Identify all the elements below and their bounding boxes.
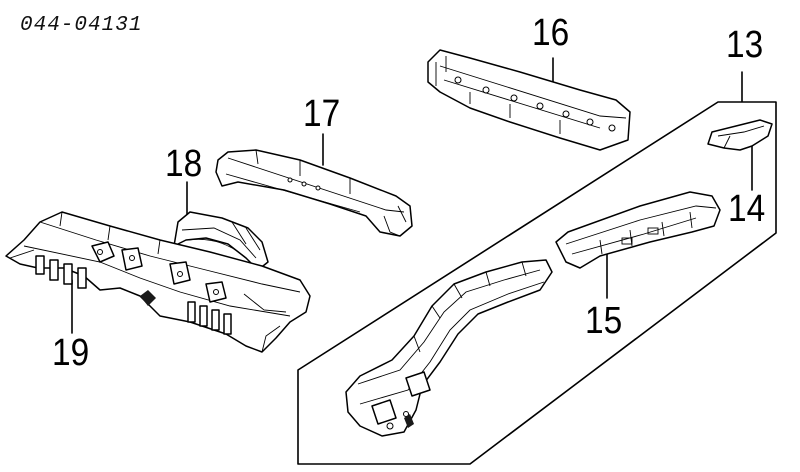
part-number: 044-04131 [20, 14, 143, 37]
part-19-floor-assembly [5, 211, 311, 353]
callout-13: 13 [726, 24, 764, 66]
part-16-rail [427, 49, 631, 151]
callout-15: 15 [585, 300, 623, 342]
part-15-extension [555, 191, 721, 269]
part-17-crossmember [215, 149, 413, 237]
group-13-outline [297, 71, 777, 465]
callout-16: 16 [532, 12, 570, 54]
callout-17: 17 [303, 93, 341, 135]
part-14-gusset [707, 119, 773, 151]
main-frame-rail [345, 259, 553, 437]
callout-14: 14 [728, 188, 766, 230]
callout-18: 18 [165, 143, 203, 185]
callout-19: 19 [52, 332, 90, 374]
